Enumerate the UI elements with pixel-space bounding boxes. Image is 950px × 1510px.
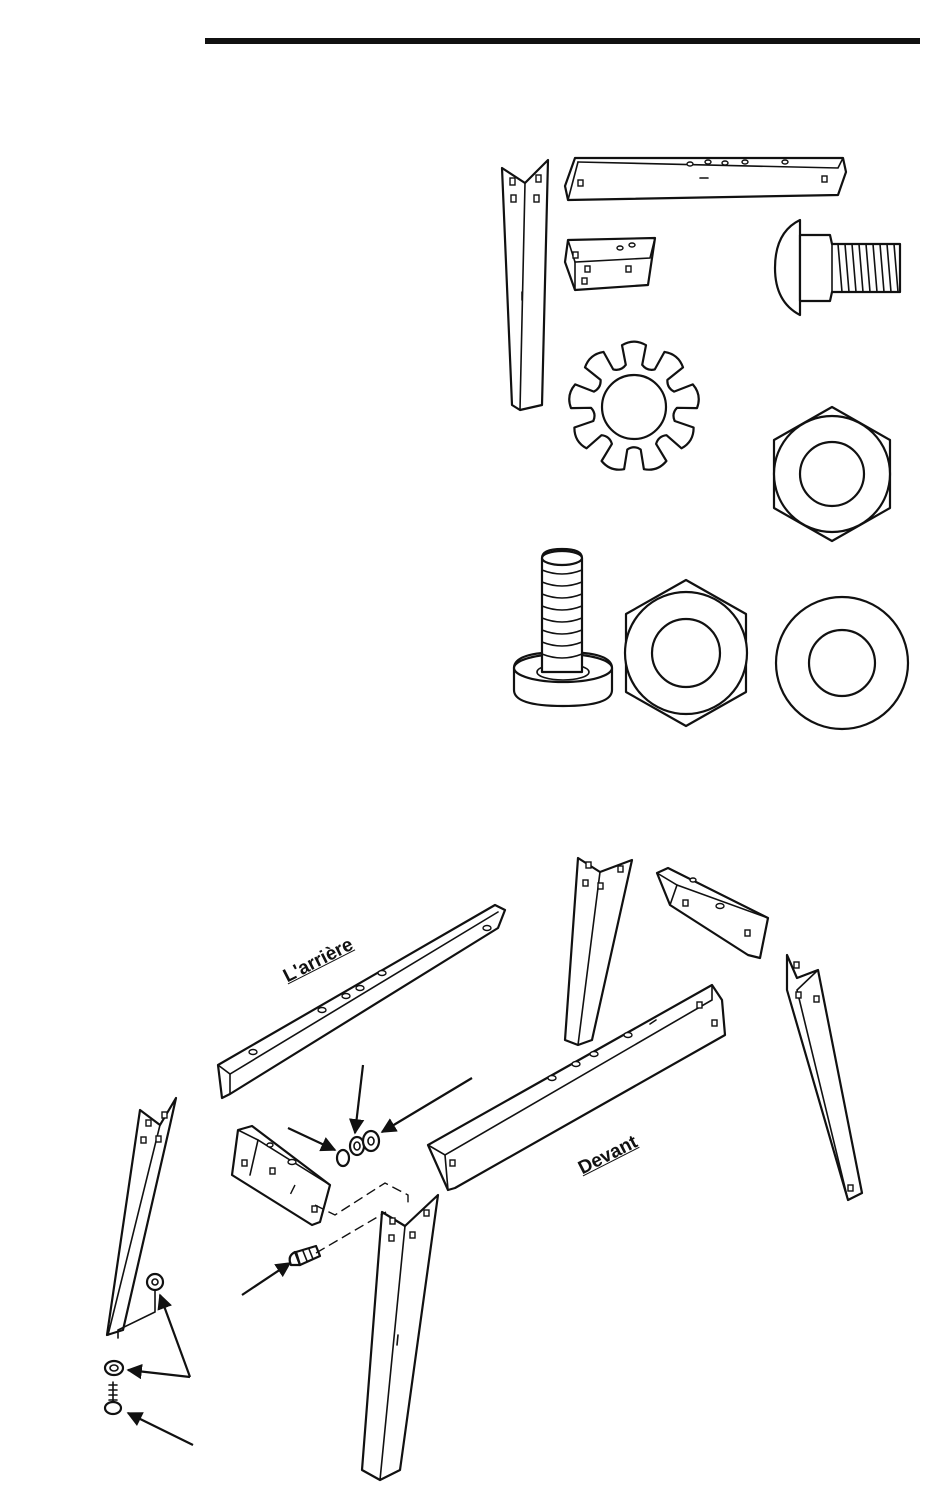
carriage-bolt-small-icon — [290, 1246, 320, 1265]
left-leg — [107, 1098, 176, 1335]
leveling-foot-bolt-icon — [514, 549, 612, 706]
upper-right-bracket — [657, 868, 768, 958]
header-rule — [205, 38, 920, 44]
long-stretcher-icon — [565, 158, 846, 200]
carriage-bolt-icon — [775, 220, 900, 315]
star-lock-washer-icon — [569, 342, 699, 470]
hex-nut-icon — [774, 407, 890, 541]
fastener-stack — [337, 1131, 379, 1166]
hex-nut-icon — [625, 580, 747, 726]
front-center-leg — [362, 1195, 438, 1480]
right-leg — [787, 955, 862, 1200]
short-bracket-icon — [565, 238, 655, 290]
rear-center-leg — [565, 858, 632, 1045]
angle-leg-icon — [502, 160, 548, 410]
flat-washer-icon — [776, 597, 908, 729]
